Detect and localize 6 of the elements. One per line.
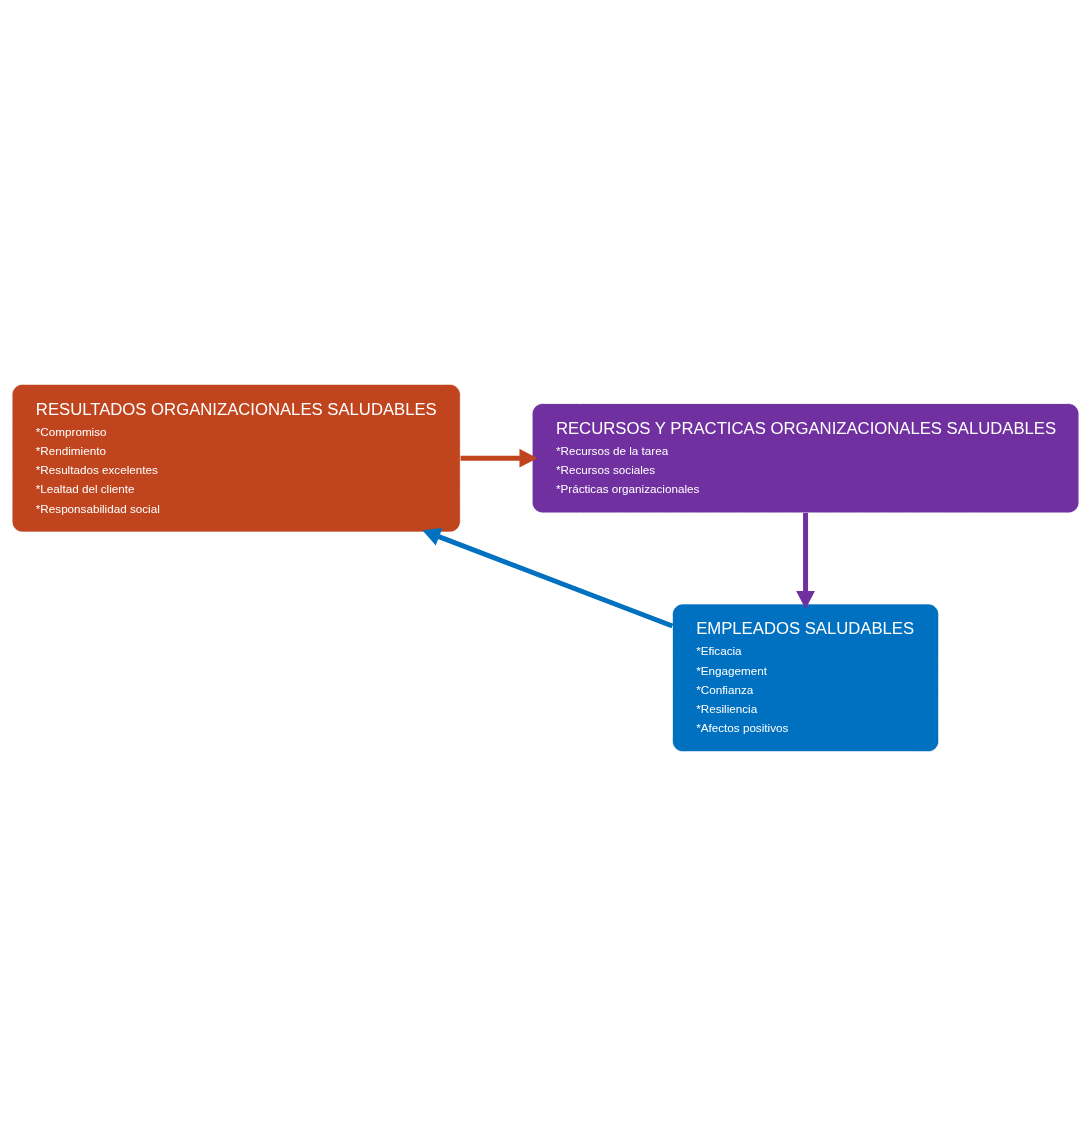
- node-box: RECURSOS Y PRACTICAS ORGANIZACIONALES SALUDABLES *Recursos de la tarea *Recursos sociales *Prácticas organizacionales: [531, 403, 1080, 514]
- arrow: [422, 527, 674, 629]
- arrow: [796, 512, 815, 609]
- node-box: RESULTADOS ORGANIZACIONALES SALUDABLES *Compromiso *Rendimiento *Resultados excelentes *Lealtad del cliente *Responsabilidad social: [11, 383, 461, 533]
- arrow: [460, 448, 538, 468]
- node-box: EMPLEADOS SALUDABLES *Eficacia *Engagement *Confianza *Resiliencia *Afectos positivos: [671, 603, 940, 753]
